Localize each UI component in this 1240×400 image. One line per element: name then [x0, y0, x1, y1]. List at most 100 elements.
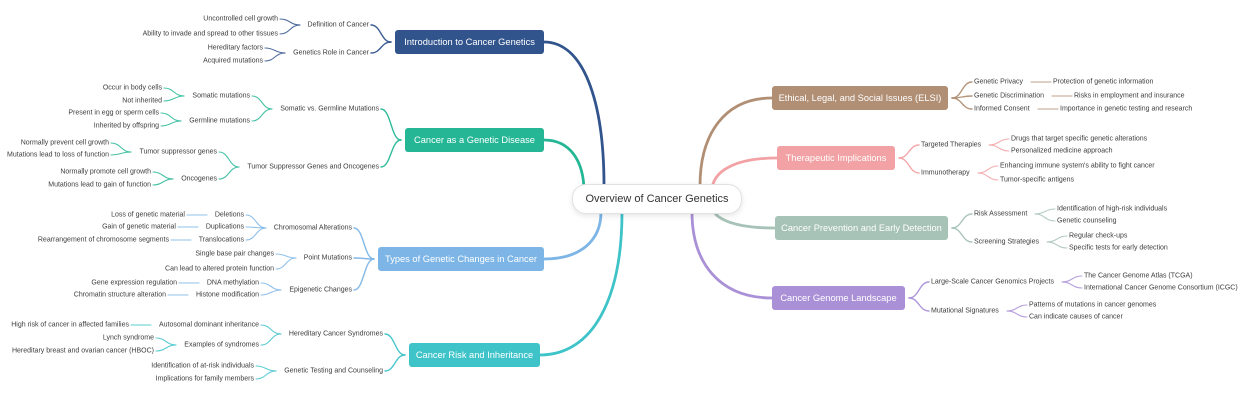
mindmap-node[interactable]: Informed Consent	[974, 105, 1030, 113]
mindmap-node[interactable]: Mutations lead to loss of function	[7, 151, 109, 159]
mindmap-node[interactable]: Examples of syndromes	[184, 341, 259, 349]
branch-node-therapeutic[interactable]: Therapeutic Implications	[777, 146, 895, 170]
connector-path	[110, 142, 132, 153]
mindmap-node[interactable]: Identification of at-risk individuals	[151, 362, 254, 370]
mindmap-node[interactable]: Duplications	[205, 223, 244, 231]
mindmap-node[interactable]: Ability to invade and spread to other ti…	[142, 30, 278, 38]
mindmap-node[interactable]: Drugs that target specific genetic alter…	[1011, 135, 1148, 143]
connector-path	[275, 253, 297, 259]
mindmap-node[interactable]: Germline mutations	[189, 117, 250, 125]
mindmap-node[interactable]: Protection of genetic information	[1053, 78, 1154, 86]
mindmap-node[interactable]: Tumor suppressor genes	[139, 148, 217, 156]
mindmap-node[interactable]: Somatic mutations	[192, 92, 250, 100]
mindmap-node[interactable]: Acquired mutations	[203, 57, 263, 65]
mindmap-node[interactable]: Implications for family members	[155, 375, 254, 383]
mindmap-node[interactable]: Point Mutations	[303, 254, 352, 262]
connector-path	[1046, 235, 1068, 243]
connector-path	[155, 337, 177, 346]
mindmap-node[interactable]: Chromosomal Alterations	[273, 224, 352, 232]
mindmap-node[interactable]: Epigenetic Changes	[289, 286, 352, 294]
mindmap-node[interactable]: Loss of genetic material	[111, 211, 185, 219]
mindmap-node[interactable]: Tumor-specific antigens	[1000, 176, 1075, 184]
mindmap-node[interactable]: Can lead to altered protein function	[165, 265, 274, 273]
branch-node-genetic-changes[interactable]: Types of Genetic Changes in Cancer	[378, 247, 544, 271]
connector-path	[908, 281, 930, 299]
mindmap-node[interactable]: Deletions	[214, 211, 244, 219]
mindmap-node[interactable]: Genetic Discrimination	[974, 92, 1045, 100]
connector-path	[898, 157, 920, 174]
mindmap-node[interactable]: Enhancing immune system's ability to fig…	[1000, 162, 1155, 170]
mindmap-node[interactable]: DNA methylation	[206, 279, 259, 287]
mindmap-node[interactable]: Screening Strategies	[974, 238, 1039, 246]
branch-node-introduction[interactable]: Introduction to Cancer Genetics	[395, 30, 544, 54]
mindmap-node[interactable]: Gain of genetic material	[102, 223, 176, 231]
mindmap-node[interactable]: Translocations	[198, 236, 244, 244]
connector-path	[1061, 275, 1083, 283]
connector-path	[988, 144, 1010, 152]
mindmap-node[interactable]: Single base pair changes	[195, 250, 274, 258]
mindmap-node[interactable]: High risk of cancer in affected families	[11, 321, 129, 329]
mindmap-node[interactable]: Uncontrolled cell growth	[203, 15, 278, 23]
mindmap-node[interactable]: Genetic Testing and Counseling	[284, 367, 383, 375]
connector-path	[264, 47, 286, 54]
mindmap-node[interactable]: Present in egg or sperm cells	[68, 109, 159, 117]
mindmap-node[interactable]: Genetic counseling	[1057, 217, 1117, 225]
mindmap-node[interactable]: Autosomal dominant inheritance	[158, 321, 259, 329]
mindmap-node[interactable]: Hereditary factors	[207, 44, 263, 52]
connector-path	[1034, 213, 1056, 222]
branch-node-risk-inheritance[interactable]: Cancer Risk and Inheritance	[409, 343, 540, 367]
branch-node-genetic-disease[interactable]: Cancer as a Genetic Disease	[405, 128, 544, 152]
connector-path	[353, 258, 375, 291]
connector-path	[279, 24, 301, 35]
central-topic[interactable]: Overview of Cancer Genetics	[572, 184, 742, 214]
mindmap-node[interactable]: Can indicate causes of cancer	[1029, 313, 1123, 321]
mindmap-node[interactable]: Hereditary breast and ovarian cancer (HB…	[11, 347, 154, 355]
mindmap-node[interactable]: The Cancer Genome Atlas (TCGA)	[1084, 272, 1193, 280]
connector-path	[542, 210, 603, 261]
connector-path	[384, 333, 406, 356]
mindmap-node[interactable]: Large-Scale Cancer Genomics Projects	[931, 278, 1054, 286]
connector-path	[255, 365, 277, 372]
connector-path	[1061, 281, 1083, 289]
mindmap-node[interactable]: Somatic vs. Germline Mutations	[280, 105, 379, 113]
branch-node-genome-landscape[interactable]: Cancer Genome Landscape	[772, 286, 905, 310]
mindmap-node[interactable]: Specific tests for early detection	[1069, 244, 1168, 252]
connector-path	[353, 227, 375, 260]
connector-path	[260, 289, 282, 296]
connector-path	[908, 297, 930, 312]
mindmap-node[interactable]: Mutational Signatures	[931, 307, 999, 315]
mindmap-node[interactable]: Chromatin structure alteration	[73, 291, 166, 299]
mindmap-node[interactable]: Importance in genetic testing and resear…	[1060, 105, 1193, 113]
mindmap-node[interactable]: Not inherited	[122, 97, 162, 105]
mindmap-node[interactable]: Normally promote cell growth	[60, 168, 151, 176]
mindmap-node[interactable]: Mutations lead to gain of function	[48, 181, 151, 189]
mindmap-node[interactable]: Patterns of mutations in cancer genomes	[1029, 301, 1157, 309]
branch-node-prevention[interactable]: Cancer Prevention and Early Detection	[775, 216, 948, 240]
mindmap-node[interactable]: Tumor Suppressor Genes and Oncogenes	[247, 163, 379, 171]
mindmap-node[interactable]: Hereditary Cancer Syndromes	[288, 330, 383, 338]
mindmap-node[interactable]: International Cancer Genome Consortium (…	[1084, 284, 1238, 292]
mindmap-node[interactable]: Risks in employment and insurance	[1074, 92, 1185, 100]
mindmap-node[interactable]: Immunotherapy	[921, 169, 970, 177]
connector-path	[279, 18, 301, 26]
mindmap-node[interactable]: Personalized medicine approach	[1011, 147, 1113, 155]
connector-path	[951, 97, 973, 110]
mindmap-node[interactable]: Rearrangement of chromosome segments	[37, 236, 169, 244]
mindmap-node[interactable]: Genetic Privacy	[974, 78, 1024, 86]
mindmap-node[interactable]: Targeted Therapies	[921, 141, 982, 149]
mindmap-node[interactable]: Risk Assessment	[974, 210, 1028, 218]
mindmap-node[interactable]: Genetics Role in Cancer	[293, 49, 369, 57]
mindmap-node[interactable]: Lynch syndrome	[102, 334, 154, 342]
mindmap-node[interactable]: Oncogenes	[181, 175, 217, 183]
mindmap-node[interactable]: Definition of Cancer	[307, 21, 369, 29]
connector-path	[988, 138, 1010, 146]
mindmap-node[interactable]: Gene expression regulation	[91, 279, 177, 287]
connector-path	[698, 96, 774, 188]
mindmap-node[interactable]: Identification of high-risk individuals	[1057, 205, 1168, 213]
mindmap-node[interactable]: Regular check-ups	[1069, 232, 1128, 240]
mindmap-node[interactable]: Inherited by offspring	[93, 122, 159, 130]
mindmap-node[interactable]: Normally prevent cell growth	[20, 139, 109, 147]
mindmap-node[interactable]: Occur in body cells	[102, 84, 162, 92]
branch-node-elsi[interactable]: Ethical, Legal, and Social Issues (ELSI)	[772, 86, 948, 110]
mindmap-node[interactable]: Histone modification	[195, 291, 259, 299]
